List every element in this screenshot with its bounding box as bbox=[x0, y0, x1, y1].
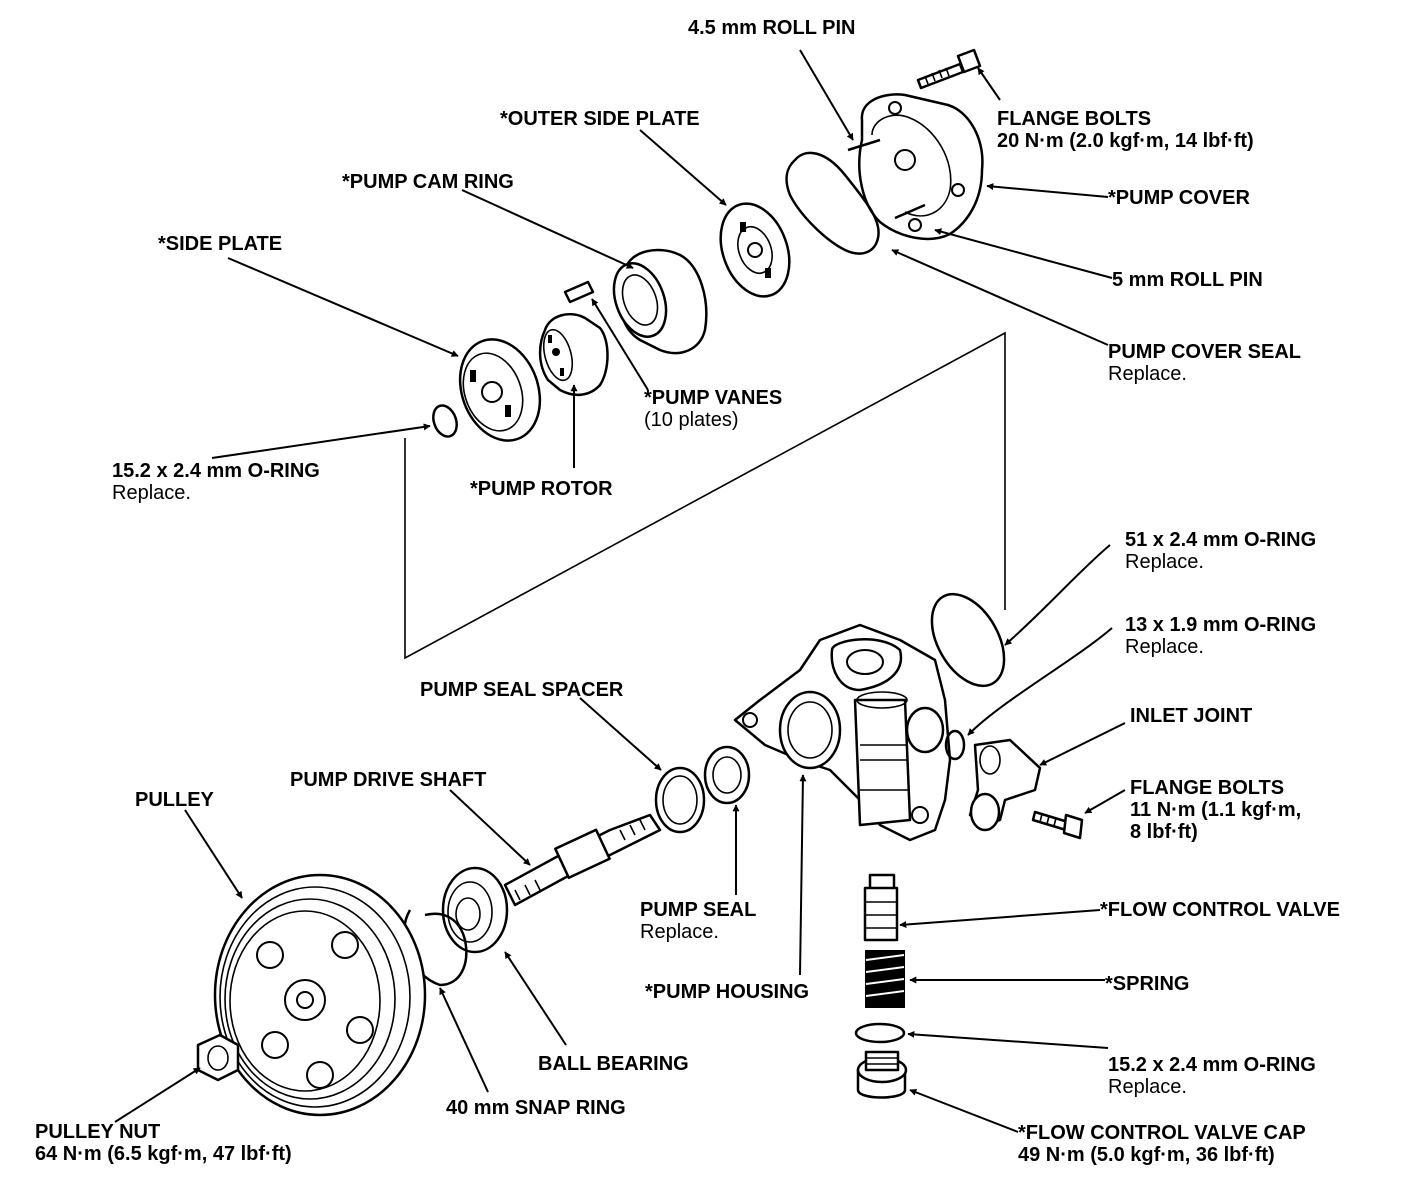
assembly-alignment-line bbox=[404, 331, 1006, 660]
flange-bolt-top bbox=[916, 48, 982, 90]
label-oring-15-2-bottom: 15.2 x 2.4 mm O-RING bbox=[1108, 1054, 1316, 1076]
label-side-plate: *SIDE PLATE bbox=[158, 233, 282, 255]
flow-control-valve bbox=[863, 873, 899, 942]
label-oring-15-2-top: 15.2 x 2.4 mm O-RING bbox=[112, 460, 320, 482]
pump-housing bbox=[733, 623, 952, 842]
label-spring: *SPRING bbox=[1105, 973, 1189, 995]
label-pump-seal: PUMP SEAL bbox=[640, 899, 756, 921]
label-pulley: PULLEY bbox=[135, 789, 215, 811]
oring-13 bbox=[944, 729, 966, 761]
oring-15-2-top bbox=[432, 404, 458, 438]
oring-51 bbox=[930, 592, 1006, 688]
label-roll-pin-5: 5 mm ROLL PIN bbox=[1112, 269, 1263, 291]
label-oring-13-note: Replace. bbox=[1125, 636, 1204, 658]
label-pump-seal-spacer: PUMP SEAL SPACER bbox=[420, 679, 624, 701]
label-pump-seal-note: Replace. bbox=[640, 921, 719, 943]
label-ball-bearing: BALL BEARING bbox=[538, 1053, 689, 1075]
label-oring-51-note: Replace. bbox=[1125, 551, 1204, 573]
label-oring-13: 13 x 1.9 mm O-RING bbox=[1125, 614, 1316, 636]
inlet-joint bbox=[968, 738, 1042, 832]
label-pump-drive-shaft: PUMP DRIVE SHAFT bbox=[290, 769, 486, 791]
pump-drive-shaft bbox=[503, 813, 662, 907]
side-plate bbox=[458, 338, 542, 442]
pulley-nut bbox=[196, 1033, 240, 1082]
label-flange-bolts-top-torque: 20 N·m (2.0 kgf·m, 14 lbf·ft) bbox=[997, 130, 1254, 152]
label-flange-bolts-side: FLANGE BOLTS bbox=[1130, 777, 1284, 799]
label-flange-bolts-side-torque-2: 8 lbf·ft) bbox=[1130, 821, 1198, 843]
label-flow-control-valve: *FLOW CONTROL VALVE bbox=[1100, 899, 1340, 921]
label-pump-vanes-note: (10 plates) bbox=[644, 409, 739, 431]
callout-labels: 4.5 mm ROLL PIN FLANGE BOLTS 20 N·m (2.0… bbox=[35, 17, 1340, 1166]
label-oring-51: 51 x 2.4 mm O-RING bbox=[1125, 529, 1316, 551]
pump-rotor bbox=[538, 313, 609, 397]
flow-control-valve-cap bbox=[856, 1050, 908, 1099]
label-pump-cover-seal-note: Replace. bbox=[1108, 363, 1187, 385]
label-snap-ring: 40 mm SNAP RING bbox=[446, 1097, 626, 1119]
oring-15-2-bottom bbox=[854, 1022, 906, 1044]
label-fcv-cap-torque: 49 N·m (5.0 kgf·m, 36 lbf·ft) bbox=[1018, 1144, 1275, 1166]
label-pump-cover-seal: PUMP COVER SEAL bbox=[1108, 341, 1301, 363]
label-flange-bolts-top: FLANGE BOLTS bbox=[997, 108, 1151, 130]
pump-cover-seal bbox=[785, 151, 880, 255]
label-pump-vanes: *PUMP VANES bbox=[644, 387, 782, 409]
pump-vane bbox=[563, 280, 595, 304]
ball-bearing bbox=[441, 866, 509, 954]
label-flange-bolts-side-torque-1: 11 N·m (1.1 kgf·m, bbox=[1130, 799, 1301, 821]
pump-seal bbox=[703, 745, 751, 805]
spring bbox=[865, 950, 905, 1008]
label-pulley-nut: PULLEY NUT bbox=[35, 1121, 160, 1143]
pump-cover bbox=[847, 93, 984, 241]
label-oring-15-2-top-note: Replace. bbox=[112, 482, 191, 504]
label-pump-cam-ring: *PUMP CAM RING bbox=[342, 171, 514, 193]
label-pulley-nut-torque: 64 N·m (6.5 kgf·m, 47 lbf·ft) bbox=[35, 1143, 292, 1165]
label-pump-housing: *PUMP HOUSING bbox=[645, 981, 809, 1003]
label-pump-rotor: *PUMP ROTOR bbox=[470, 478, 613, 500]
label-roll-pin-4-5: 4.5 mm ROLL PIN bbox=[688, 17, 855, 39]
label-oring-15-2-bottom-note: Replace. bbox=[1108, 1076, 1187, 1098]
label-pump-cover: *PUMP COVER bbox=[1108, 187, 1250, 209]
outer-side-plate bbox=[719, 202, 791, 298]
pump-cam-ring bbox=[612, 248, 708, 355]
label-inlet-joint: INLET JOINT bbox=[1130, 705, 1252, 727]
leader-lines bbox=[114, 49, 1126, 1133]
pulley bbox=[213, 873, 427, 1117]
label-fcv-cap: *FLOW CONTROL VALVE CAP bbox=[1018, 1122, 1306, 1144]
flange-bolt-side bbox=[1031, 810, 1084, 840]
pump-seal-spacer bbox=[654, 766, 706, 834]
label-outer-side-plate: *OUTER SIDE PLATE bbox=[500, 108, 700, 130]
